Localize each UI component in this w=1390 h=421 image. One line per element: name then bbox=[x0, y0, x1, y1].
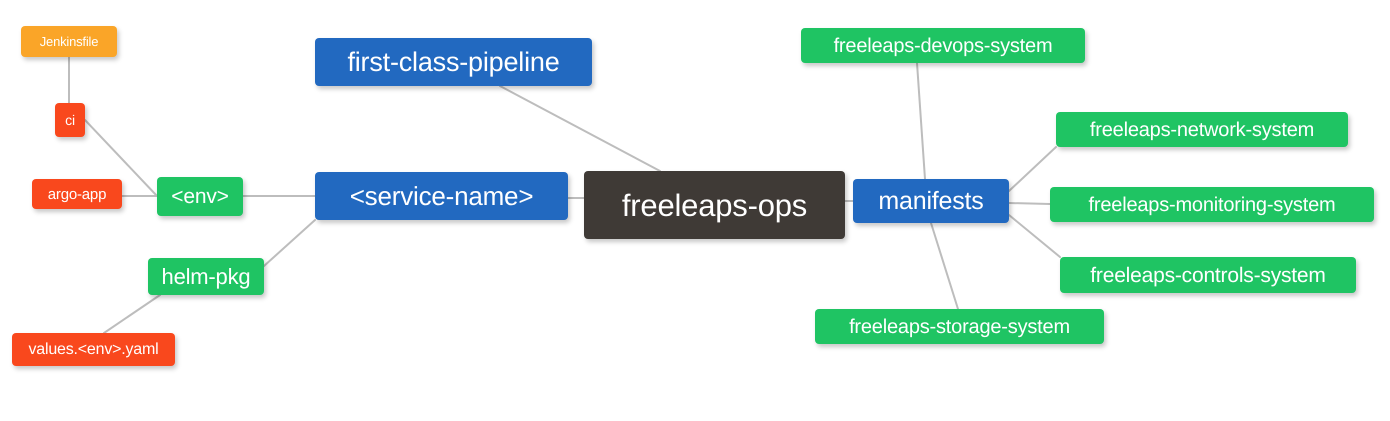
node-label-values-yaml: values.<env>.yaml bbox=[28, 340, 159, 358]
node-freeleaps-storage-system[interactable]: freeleaps-storage-system bbox=[815, 309, 1104, 344]
node-freeleaps-ops[interactable]: freeleaps-ops bbox=[584, 171, 845, 239]
node-label-helm-pkg: helm-pkg bbox=[161, 263, 251, 289]
node-label-env: <env> bbox=[171, 185, 229, 208]
node-label-jenkinsfile: Jenkinsfile bbox=[39, 34, 99, 49]
node-helm-pkg[interactable]: helm-pkg bbox=[148, 258, 264, 295]
edge-helm-pkg-to-values-yaml bbox=[103, 294, 161, 334]
edge-first-class-pipeline-to-freeleaps-ops bbox=[499, 85, 661, 172]
node-ci[interactable]: ci bbox=[55, 103, 85, 137]
edge-service-name-to-helm-pkg bbox=[263, 219, 316, 267]
edge-manifests-to-freeleaps-monitoring-system bbox=[1008, 202, 1051, 205]
node-argo-app[interactable]: argo-app bbox=[32, 179, 122, 209]
node-manifests[interactable]: manifests bbox=[853, 179, 1009, 223]
node-jenkinsfile[interactable]: Jenkinsfile bbox=[21, 26, 117, 57]
node-freeleaps-network-system[interactable]: freeleaps-network-system bbox=[1056, 112, 1348, 147]
node-label-manifests: manifests bbox=[878, 186, 984, 215]
node-label-freeleaps-monitoring-system: freeleaps-monitoring-system bbox=[1088, 193, 1336, 216]
node-label-freeleaps-ops: freeleaps-ops bbox=[621, 187, 808, 223]
node-label-freeleaps-devops-system: freeleaps-devops-system bbox=[833, 34, 1053, 57]
edge-manifests-to-freeleaps-network-system bbox=[1008, 146, 1057, 192]
node-label-first-class-pipeline: first-class-pipeline bbox=[347, 46, 560, 77]
node-first-class-pipeline[interactable]: first-class-pipeline bbox=[315, 38, 592, 86]
node-freeleaps-devops-system[interactable]: freeleaps-devops-system bbox=[801, 28, 1085, 63]
node-label-freeleaps-storage-system: freeleaps-storage-system bbox=[849, 315, 1070, 338]
node-label-ci: ci bbox=[65, 112, 75, 128]
node-env[interactable]: <env> bbox=[157, 177, 243, 216]
node-label-freeleaps-controls-system: freeleaps-controls-system bbox=[1090, 263, 1326, 287]
node-values-yaml[interactable]: values.<env>.yaml bbox=[12, 333, 175, 366]
node-freeleaps-monitoring-system[interactable]: freeleaps-monitoring-system bbox=[1050, 187, 1374, 222]
edge-manifests-to-freeleaps-devops-system bbox=[916, 62, 926, 180]
node-label-service-name: <service-name> bbox=[349, 181, 534, 211]
edge-manifests-to-freeleaps-storage-system bbox=[930, 222, 959, 310]
node-freeleaps-controls-system[interactable]: freeleaps-controls-system bbox=[1060, 257, 1356, 293]
node-service-name[interactable]: <service-name> bbox=[315, 172, 568, 220]
node-label-argo-app: argo-app bbox=[47, 185, 107, 203]
node-label-freeleaps-network-system: freeleaps-network-system bbox=[1089, 118, 1315, 141]
